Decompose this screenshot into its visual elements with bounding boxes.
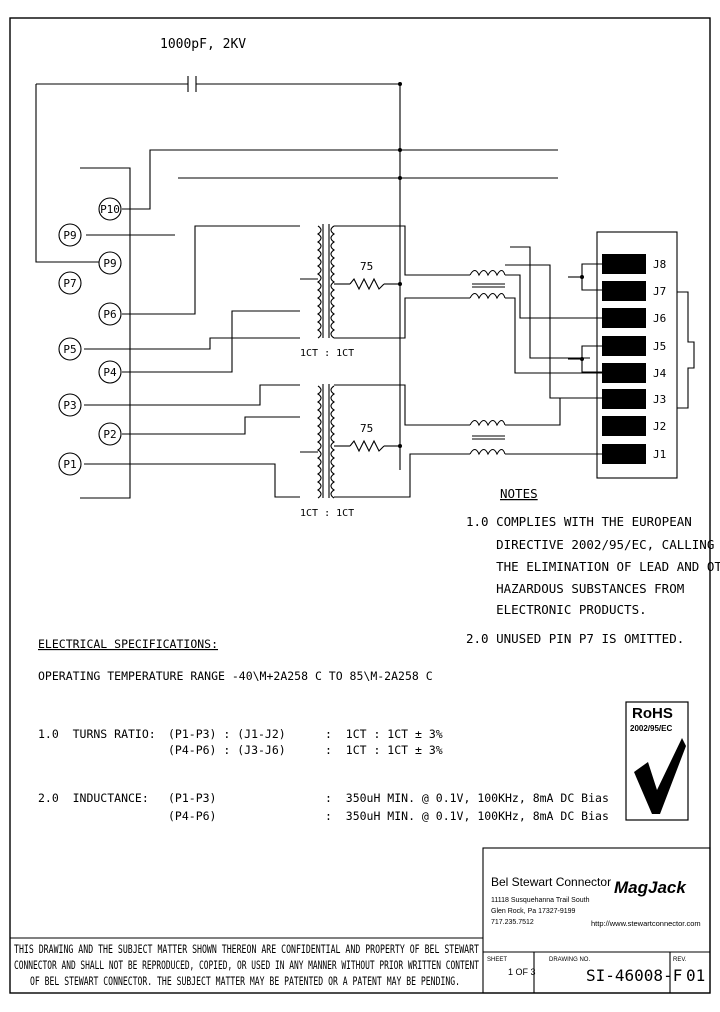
lower-ratio-label: 1CT : 1CT: [300, 508, 354, 519]
note-line-3: THE ELIMINATION OF LEAD AND OTHER: [466, 559, 720, 574]
left-pin-p7: P7: [58, 271, 82, 295]
company-address-1: 11118 Susquehanna Trail South: [491, 897, 590, 904]
note-line-4: HAZARDOUS SUBSTANCES FROM: [466, 581, 684, 596]
title-block: [10, 847, 711, 994]
jack-pin-j1: J1: [653, 448, 666, 461]
company-name: Bel Stewart Connector: [491, 875, 611, 889]
sheet-value: 1 OF 3: [508, 967, 536, 977]
left-pin-p9-lower: P9: [98, 251, 122, 275]
turns-ratio-label: 1.0 TURNS RATIO:: [38, 727, 156, 741]
jack-pin-j4: J4: [653, 367, 667, 380]
pin-label: P5: [63, 343, 76, 356]
left-pin-p3: P3: [58, 393, 82, 417]
rohs-title: RoHS: [632, 705, 673, 722]
left-pin-p10: P10: [98, 197, 122, 221]
upper-transformer: [317, 224, 335, 339]
inductance-pins-1: (P1-P3): [168, 791, 216, 805]
lower-resistor: [349, 439, 385, 453]
jack-pin-j2: J2: [653, 420, 666, 433]
disclaimer-line-1: THIS DRAWING AND THE SUBJECT MATTER SHOW…: [14, 942, 479, 956]
disclaimer-line-2: CONNECTOR AND SHALL NOT BE REPRODUCED, C…: [14, 958, 479, 972]
rev-label: REV.: [673, 957, 687, 963]
pin-label: P2: [103, 428, 116, 441]
turns-ratio-pins-1: (P1-P3) : (J1-J2): [168, 727, 286, 741]
left-pin-p4: P4: [98, 360, 122, 384]
pin-label: P9: [103, 257, 116, 270]
left-pin-p6: P6: [98, 302, 122, 326]
turns-ratio-value-1: : 1CT : 1CT ± 3%: [325, 727, 443, 741]
note-line-5: ELECTRONIC PRODUCTS.: [466, 602, 647, 617]
jack-pin-j3: J3: [653, 393, 666, 406]
electrical-spec-title: ELECTRICAL SPECIFICATIONS:: [38, 637, 218, 651]
sheet-label: SHEET: [487, 957, 507, 963]
rohs-badge: RoHS 2002/95/EC: [625, 701, 689, 821]
capacitor-label: 1000pF, 2KV: [160, 37, 246, 52]
jack-pin-j5: J5: [653, 340, 666, 353]
pin-label: P7: [63, 277, 76, 290]
inductance-pins-2: (P4-P6): [168, 809, 216, 823]
pin-label: P4: [103, 366, 117, 379]
jack-pin-j7: J7: [653, 285, 666, 298]
schematic-wiring: [35, 76, 695, 499]
inductance-value-1: : 350uH MIN. @ 0.1V, 100KHz, 8mA DC Bias: [325, 791, 609, 805]
upper-resistor-label: 75: [360, 260, 373, 273]
lower-resistor-label: 75: [360, 422, 373, 435]
left-pin-p2: P2: [98, 422, 122, 446]
drawing-no-value: SI-46008-F: [586, 966, 682, 985]
left-pin-p9-upper: P9: [58, 223, 82, 247]
company-url: http://www.stewartconnector.com: [591, 919, 701, 928]
note-line-6: 2.0 UNUSED PIN P7 IS OMITTED.: [466, 631, 684, 646]
lower-transformer: [317, 384, 335, 499]
lower-common-mode-choke: [469, 419, 506, 456]
jack-pin-j6: J6: [653, 312, 666, 325]
junction-dots: [398, 82, 584, 448]
magjack-logo: MagJack: [614, 878, 687, 897]
company-phone: 717.235.7512: [491, 919, 534, 926]
rohs-subtitle: 2002/95/EC: [630, 724, 672, 733]
upper-resistor: [349, 277, 385, 291]
pin-label: P3: [63, 399, 76, 412]
note-line-2: DIRECTIVE 2002/95/EC, CALLING FOR: [466, 537, 720, 552]
disclaimer-line-3: OF BEL STEWART CONNECTOR. THE SUBJECT MA…: [30, 974, 460, 988]
upper-common-mode-choke: [469, 269, 506, 300]
company-address-2: Glen Rock, Pa 17327-9199: [491, 908, 576, 915]
check-mark-icon: [634, 738, 686, 814]
left-pin-p1: P1: [58, 452, 82, 476]
pin-label: P6: [103, 308, 116, 321]
inductance-value-2: : 350uH MIN. @ 0.1V, 100KHz, 8mA DC Bias: [325, 809, 609, 823]
left-pin-p5: P5: [58, 337, 82, 361]
drawing-no-label: DRAWING NO.: [549, 957, 590, 963]
turns-ratio-pins-2: (P4-P6) : (J3-J6): [168, 743, 286, 757]
turns-ratio-value-2: : 1CT : 1CT ± 3%: [325, 743, 443, 757]
operating-temperature: OPERATING TEMPERATURE RANGE -40\M+2A258 …: [38, 669, 433, 683]
pin-label: P1: [63, 458, 76, 471]
drawing-border: [9, 17, 711, 994]
pin-label: P9: [63, 229, 76, 242]
notes-title: NOTES: [500, 486, 538, 501]
note-line-1: 1.0 COMPLIES WITH THE EUROPEAN: [466, 514, 692, 529]
inductance-label: 2.0 INDUCTANCE:: [38, 791, 149, 805]
jack-contacts: [602, 254, 646, 464]
pin-label: P10: [100, 203, 120, 216]
rev-value: 01: [686, 966, 705, 985]
jack-pin-j8: J8: [653, 258, 666, 271]
upper-ratio-label: 1CT : 1CT: [300, 348, 354, 359]
